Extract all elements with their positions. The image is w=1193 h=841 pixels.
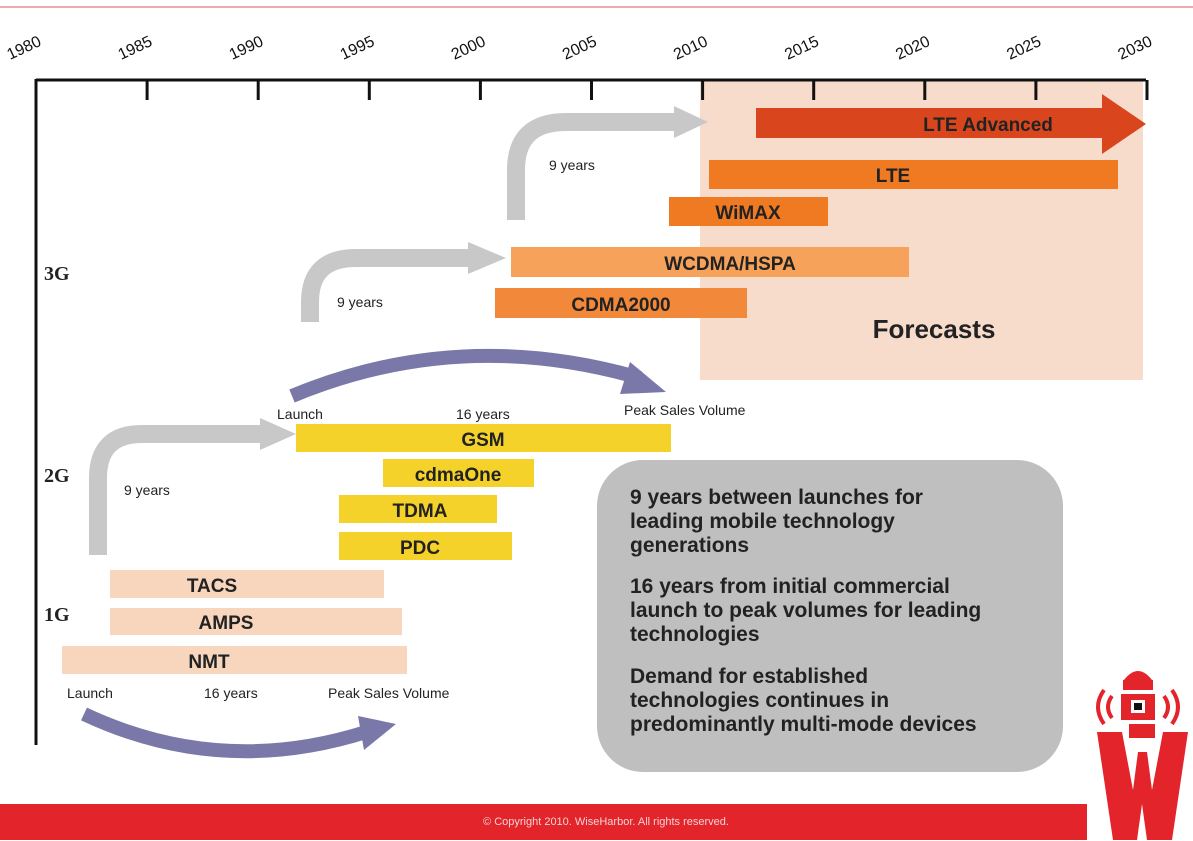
note-1-line-2: leading mobile technology	[630, 510, 895, 533]
lifecycle-2g-launch: Launch	[277, 406, 323, 422]
bar-gsm	[296, 424, 671, 452]
gap-label-3g-4g: 9 years	[549, 157, 595, 173]
bar-label-amps: AMPS	[199, 613, 254, 634]
lifecycle-arrow-1g-head	[358, 716, 396, 750]
bar-pdc	[339, 532, 512, 560]
bar-tdma	[339, 495, 497, 523]
note-3-line-1: Demand for established	[630, 665, 868, 688]
gap-arrow-1g-2g	[89, 425, 262, 555]
lifecycle-arrow-1g	[81, 707, 369, 759]
gen-label-3g: 3G	[44, 263, 70, 285]
gap-arrow-3g-4g-head	[674, 106, 708, 138]
notes-box	[597, 460, 1063, 772]
axis-year-label: 2030	[1116, 33, 1156, 63]
lifecycle-1g-peak: Peak Sales Volume	[328, 685, 450, 701]
bar-label-lte-advanced: LTE Advanced	[923, 115, 1053, 136]
bar-label-cdmaone: cdmaOne	[415, 465, 502, 486]
note-3-line-2: technologies continues in	[630, 689, 889, 712]
footer-copyright: © Copyright 2010. WiseHarbor. All rights…	[483, 816, 729, 828]
lighthouse-w-logo	[1096, 671, 1188, 840]
bar-tacs	[110, 570, 384, 598]
axis-year-label: 1990	[227, 33, 267, 63]
bar-cdmaone	[383, 459, 534, 487]
bar-label-cdma2000: CDMA2000	[571, 295, 670, 316]
forecasts-label: Forecasts	[873, 314, 996, 344]
bar-label-wcdma-hspa: WCDMA/HSPA	[664, 254, 796, 275]
axis-year-label: 2025	[1004, 33, 1044, 63]
bar-lte-advanced	[756, 94, 1146, 154]
gap-label-2g-3g: 9 years	[337, 294, 383, 310]
axis-year-label: 2000	[449, 33, 489, 63]
note-2-line-3: technologies	[630, 623, 760, 646]
lifecycle-1g-launch: Launch	[67, 685, 113, 701]
note-2-line-1: 16 years from initial commercial	[630, 575, 950, 598]
lifecycle-2g-duration: 16 years	[456, 406, 510, 422]
axis-year-label: 2015	[782, 33, 822, 63]
bar-label-tdma: TDMA	[393, 501, 448, 522]
note-3-line-3: predominantly multi-mode devices	[630, 713, 977, 736]
lifecycle-arrow-2g	[289, 348, 642, 403]
bar-label-lte: LTE	[876, 166, 910, 187]
bar-wcdma-hspa	[511, 247, 909, 277]
bar-label-pdc: PDC	[400, 538, 440, 559]
axis-year-label: 2020	[893, 33, 933, 63]
axis-year-label: 2010	[671, 33, 711, 63]
bar-label-tacs: TACS	[187, 576, 237, 597]
note-3: Demand for established technologies cont…	[630, 665, 977, 736]
bar-lte	[709, 160, 1118, 189]
bar-cdma2000	[495, 288, 747, 318]
footer-bar	[0, 804, 1087, 840]
bar-label-nmt: NMT	[188, 652, 230, 673]
note-2: 16 years from initial commercial launch …	[630, 575, 981, 646]
axis-year-label: 2005	[560, 33, 600, 63]
lifecycle-2g-peak: Peak Sales Volume	[624, 402, 746, 418]
gap-arrow-1g-2g-head	[260, 418, 296, 450]
axis-year-label: 1980	[5, 33, 45, 63]
bar-wimax	[669, 197, 828, 226]
note-1-line-1: 9 years between launches for	[630, 486, 923, 509]
axis-year-label: 1985	[116, 33, 156, 63]
lifecycle-1g-duration: 16 years	[204, 685, 258, 701]
note-1-line-3: generations	[630, 534, 749, 557]
note-1: 9 years between launches for leading mob…	[630, 486, 923, 557]
bar-label-wimax: WiMAX	[715, 203, 781, 224]
bar-label-gsm: GSM	[461, 430, 504, 451]
axis-year-label: 1995	[338, 33, 378, 63]
gap-arrow-2g-3g	[301, 249, 470, 322]
gap-arrow-2g-3g-head	[468, 242, 506, 274]
bar-nmt	[62, 646, 407, 674]
note-2-line-2: launch to peak volumes for leading	[630, 599, 981, 622]
gen-label-1g: 1G	[44, 604, 70, 626]
gen-label-2g: 2G	[44, 465, 70, 487]
gap-arrow-3g-4g	[507, 113, 676, 220]
lifecycle-arrow-2g-head	[620, 362, 666, 394]
bar-amps	[110, 608, 402, 635]
gap-label-1g-2g: 9 years	[124, 482, 170, 498]
